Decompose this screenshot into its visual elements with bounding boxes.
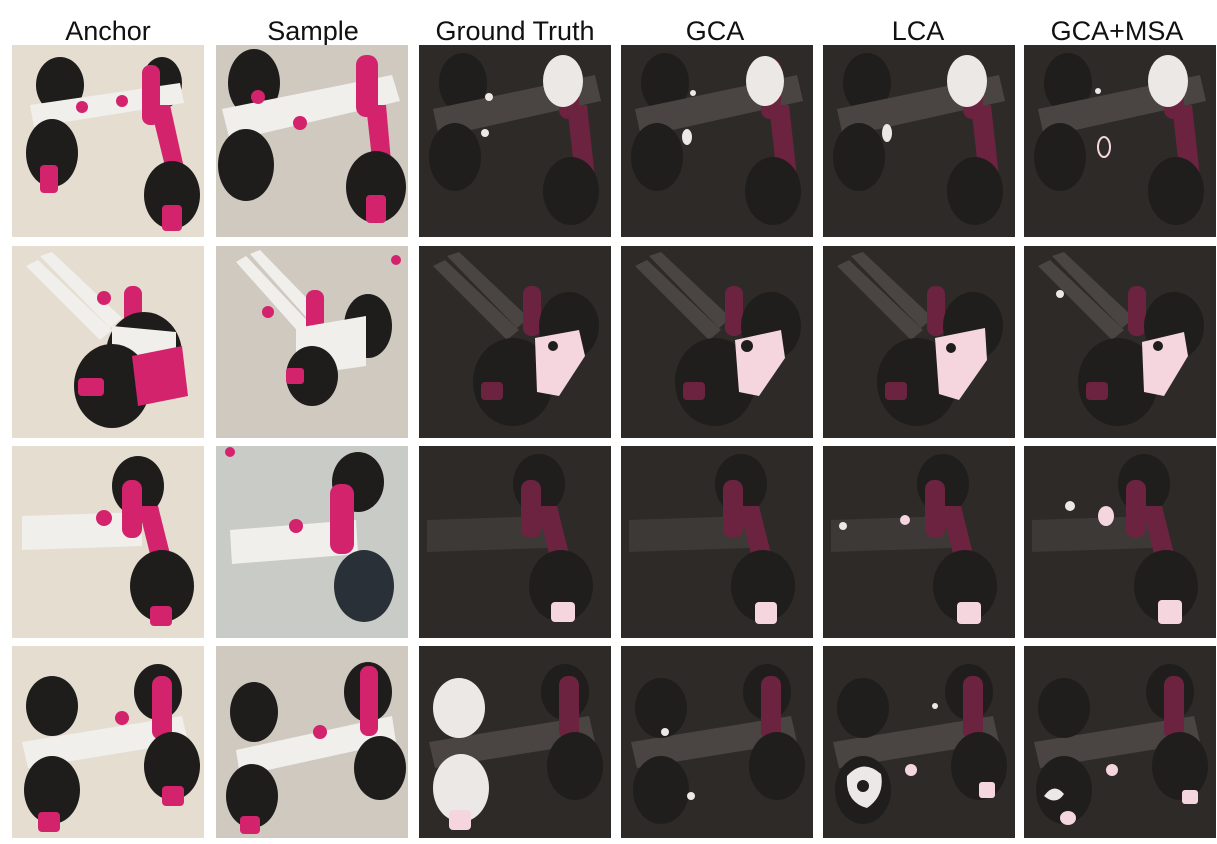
gca-mask-row4 [621, 646, 813, 838]
anchor-image-row4 [12, 646, 204, 838]
ground-truth-mask-row4 [419, 646, 611, 838]
header-lca: LCA [891, 16, 945, 46]
gca-mask-row2 [621, 246, 813, 438]
gca-msa-mask-row2 [1024, 246, 1216, 438]
gca-msa-mask-row1 [1024, 45, 1216, 237]
header-anchor: Anchor [65, 16, 151, 46]
gca-mask-row1 [621, 45, 813, 237]
anchor-image-row2 [12, 246, 204, 438]
lca-mask-row1 [823, 45, 1015, 237]
lca-mask-row3 [823, 446, 1015, 638]
lca-mask-row2 [823, 246, 1015, 438]
gca-msa-mask-row3 [1024, 446, 1216, 638]
ground-truth-mask-row2 [419, 246, 611, 438]
header-gca: GCA [685, 16, 745, 46]
anchor-image-row3 [12, 446, 204, 638]
sample-image-row3 [216, 446, 408, 638]
header-sample: Sample [267, 16, 359, 46]
gca-mask-row3 [621, 446, 813, 638]
header-gca-msa: GCA+MSA [1050, 16, 1184, 46]
lca-mask-row4 [823, 646, 1015, 838]
sample-image-row2 [216, 246, 408, 438]
ground-truth-mask-row1 [419, 45, 611, 237]
anchor-image-row1 [12, 45, 204, 237]
sample-image-row4 [216, 646, 408, 838]
ground-truth-mask-row3 [419, 446, 611, 638]
header-ground-truth: Ground Truth [435, 16, 595, 46]
gca-msa-mask-row4 [1024, 646, 1216, 838]
sample-image-row1 [216, 45, 408, 237]
